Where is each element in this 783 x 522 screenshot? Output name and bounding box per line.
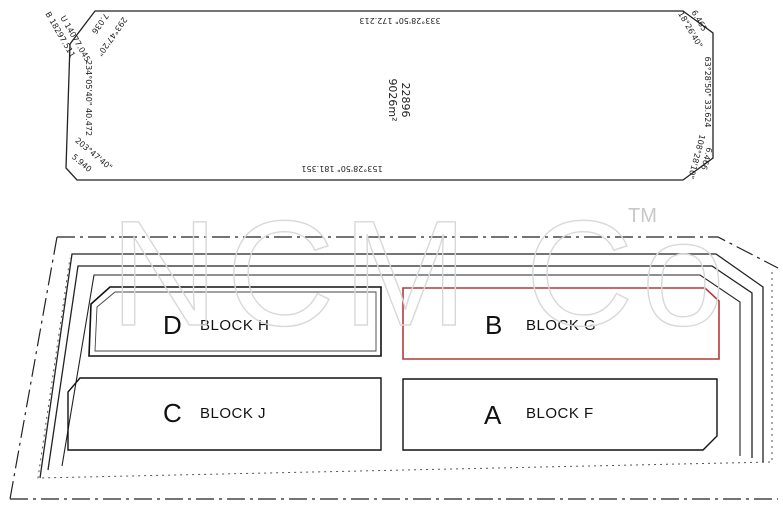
- block-h-letter: D: [163, 310, 182, 340]
- lot-number: 22896: [399, 83, 412, 118]
- watermark: NCM Co TM: [109, 188, 733, 357]
- bearing-left: 234°05'40" 40.472: [84, 60, 93, 136]
- watermark-tm: TM: [628, 205, 657, 227]
- block-f-letter: A: [484, 400, 502, 430]
- block-h-inner: [94, 291, 377, 352]
- block-f-outline: [402, 378, 718, 451]
- block-j-outline: [67, 377, 382, 451]
- access-lane: [61, 274, 741, 467]
- block-h-label: BLOCK H: [200, 317, 269, 334]
- block-h[interactable]: D BLOCK H: [88, 286, 382, 357]
- block-g-letter: B: [485, 310, 502, 340]
- block-g[interactable]: B BLOCK G: [402, 287, 720, 360]
- block-h-outline: [88, 286, 382, 357]
- block-j-label: BLOCK J: [200, 405, 266, 422]
- road-outer-kerb: [39, 253, 764, 479]
- site-boundary-dashdot: [9, 236, 779, 500]
- watermark-text: NCM Co: [110, 189, 733, 357]
- survey-parcel: 333°28'50" 172.213 153°28'50" 181.351 63…: [43, 9, 714, 181]
- site-layout: D BLOCK H B BLOCK G C BLOCK J A BLOCK F: [9, 236, 779, 500]
- block-j-letter: C: [163, 398, 182, 428]
- block-g-label: BLOCK G: [526, 317, 596, 334]
- lot-area: 9026m²: [386, 78, 399, 121]
- corner-top-left-length: 7.036: [90, 11, 111, 35]
- parcel-boundary: [65, 10, 714, 181]
- bearing-top: 333°28'50" 172.213: [359, 16, 440, 25]
- bearing-right: 63°28'50" 33.624: [703, 57, 712, 128]
- road-inner-kerb: [47, 265, 753, 471]
- block-g-outline: [402, 287, 720, 360]
- bearing-bottom: 153°28'50" 181.351: [301, 164, 382, 173]
- block-f-label: BLOCK F: [526, 405, 594, 422]
- block-f[interactable]: A BLOCK F: [402, 378, 718, 451]
- block-j[interactable]: C BLOCK J: [67, 377, 382, 451]
